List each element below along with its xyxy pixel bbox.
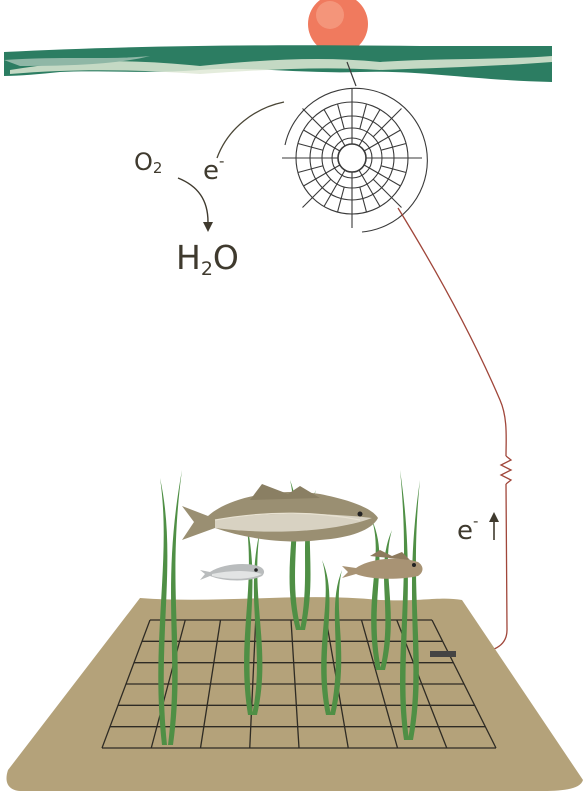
goby-fish-icon bbox=[342, 550, 423, 579]
electron-label-top: e- bbox=[203, 152, 225, 186]
resistor-icon bbox=[499, 455, 513, 485]
water-surface bbox=[4, 45, 552, 82]
cathode-brush-icon bbox=[282, 87, 428, 233]
sediment bbox=[6, 597, 583, 791]
up-arrow-head bbox=[489, 512, 499, 522]
mooring-line bbox=[346, 61, 357, 87]
oxygen-label: O2 bbox=[134, 148, 163, 177]
seagrass-icon bbox=[158, 470, 420, 745]
electron-path-top bbox=[216, 101, 285, 159]
reduction-arrow bbox=[177, 177, 209, 223]
anode-grid bbox=[101, 619, 497, 749]
arrow-head bbox=[203, 222, 213, 232]
cod-fish-icon bbox=[182, 484, 378, 542]
electron-label-bottom: e- bbox=[457, 512, 479, 546]
water-label: H2O bbox=[176, 238, 239, 280]
buoy-highlight bbox=[316, 1, 344, 29]
wire bbox=[397, 207, 507, 457]
anode-electrode-icon bbox=[430, 651, 456, 657]
stickleback-fish-icon bbox=[200, 564, 265, 581]
